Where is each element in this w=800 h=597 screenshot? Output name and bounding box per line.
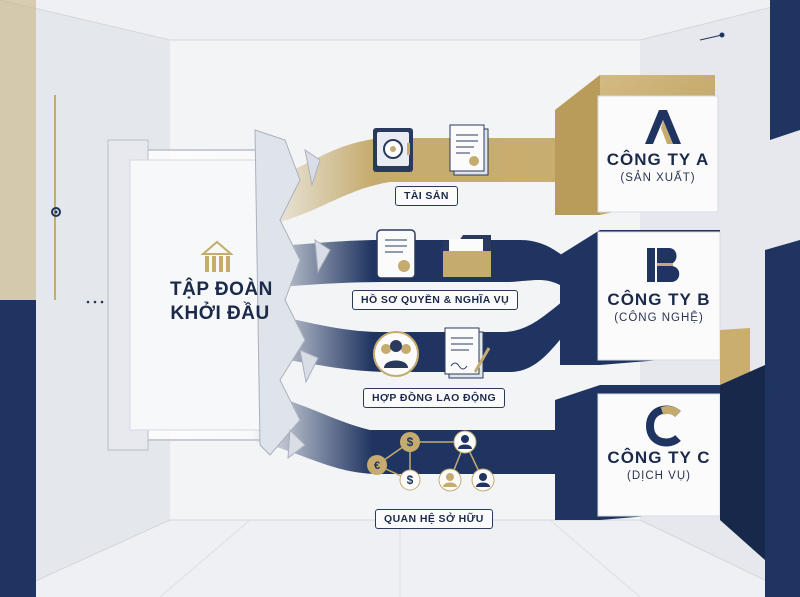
svg-text:€: € <box>374 460 380 472</box>
company-box-b <box>560 230 750 420</box>
flow-band-records <box>250 240 600 295</box>
flow-band-contracts <box>250 285 600 372</box>
svg-text:$: $ <box>407 435 414 449</box>
safe-icon <box>373 128 413 172</box>
folder-icon <box>443 235 491 277</box>
flow-band-ownership <box>250 390 600 492</box>
ownership-network-icon: $ € $ <box>367 430 495 492</box>
svg-text:$: $ <box>407 473 414 487</box>
company-a-sub: (SẢN XUẤT) <box>620 172 696 184</box>
flow-band-assets <box>250 120 600 230</box>
people-group-icon <box>373 331 419 377</box>
flow-label-contracts: HỢP ĐỒNG LAO ĐỘNG <box>363 388 506 408</box>
company-b-name: CÔNG TY B <box>607 290 711 309</box>
flow-bands <box>250 120 600 492</box>
scroll-certificate-icon <box>376 229 416 279</box>
flow-label-assets: TÀI SẢN <box>395 186 458 206</box>
signed-contract-icon <box>444 327 491 379</box>
company-logo-b-icon <box>647 248 680 282</box>
company-c-sub: (DỊCH VỤ) <box>627 470 691 482</box>
document-icon <box>449 124 489 176</box>
company-c-name: CÔNG TY C <box>607 448 711 467</box>
building-bars-icon <box>200 240 234 272</box>
flow-label-records: HỒ SƠ QUYỀN & NGHĨA VỤ <box>352 290 519 310</box>
flow-label-ownership: QUAN HỆ SỞ HỮU <box>375 509 493 529</box>
origin-title-line2: KHỞI ĐẦU <box>170 303 270 324</box>
company-a-name: CÔNG TY A <box>606 150 710 169</box>
company-logo-a-icon <box>645 110 681 144</box>
company-logo-c-icon <box>645 405 681 447</box>
origin-title-line1: TẬP ĐOÀN <box>170 279 273 300</box>
company-b-sub: (CÔNG NGHỆ) <box>614 312 704 324</box>
company-box-a <box>555 75 719 215</box>
origin-portal <box>107 129 331 460</box>
